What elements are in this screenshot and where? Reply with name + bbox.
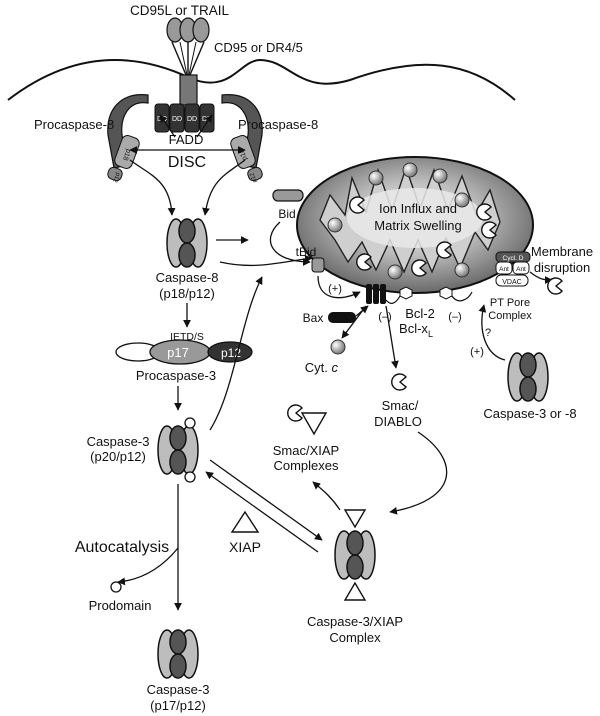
disc-label: DISC bbox=[168, 154, 206, 171]
autocatalysis-label: Autocatalysis bbox=[75, 539, 169, 556]
cycd-label: Cycl. D bbox=[503, 255, 524, 262]
plus-label: (+) bbox=[470, 346, 484, 358]
minus-label: (–) bbox=[448, 311, 461, 323]
procaspase3-label: Procaspase-3 bbox=[136, 368, 216, 383]
caspase3-mature: Caspase-3 (p17/p12) bbox=[147, 629, 210, 713]
c3xiap-sub: Complex bbox=[329, 630, 381, 645]
procaspase3: IETD/S p17 p12 Procaspase-3 bbox=[115, 331, 253, 411]
xiap-label: XIAP bbox=[229, 539, 261, 555]
caspase3-xiap-complex: Caspase-3/XIAP Complex bbox=[307, 481, 403, 645]
plus-label: (+) bbox=[328, 283, 342, 295]
p12-label: p12 bbox=[249, 171, 258, 183]
mitochondrion: Ion Influx and Matrix Swelling Cycl. D A… bbox=[269, 156, 593, 515]
caspase8-sub: (p18/p12) bbox=[159, 286, 215, 301]
caspase3-mature-label: Caspase-3 bbox=[147, 682, 210, 697]
caspase3-mature-sub: (p17/p12) bbox=[150, 698, 206, 713]
bid-label: Bid bbox=[278, 207, 295, 221]
procaspase8-left-arm: p18 p12 DED bbox=[107, 94, 149, 184]
procaspase8-left-label: Procaspase-8 bbox=[34, 117, 114, 132]
prodomain-label: Prodomain bbox=[89, 598, 152, 613]
membrane-label: Membrane bbox=[531, 244, 593, 259]
p17-label: p17 bbox=[167, 345, 189, 360]
vdac-label: VDAC bbox=[502, 279, 521, 286]
diablo-label: DIABLO bbox=[374, 414, 422, 429]
ligand-trimer bbox=[166, 17, 210, 76]
smac-xiap-complexes: Smac/XIAP Complexes bbox=[273, 404, 339, 473]
caspase8: Caspase-8 (p18/p12) bbox=[156, 218, 313, 328]
p18-label: p18 bbox=[121, 148, 132, 161]
bax-channel bbox=[366, 284, 386, 304]
receptor-label: CD95 or DR4/5 bbox=[214, 40, 303, 55]
disc-receptor-complex: DD DD DD DD p18 p12 DED p18 p12 DED CD95… bbox=[7, 3, 516, 216]
plasma-membrane bbox=[7, 58, 516, 101]
p18-label: p18 bbox=[238, 148, 249, 161]
fadd-label: FADD bbox=[169, 132, 204, 147]
bcl2-label: Bcl-2 bbox=[405, 306, 435, 321]
caspase3-active: Caspase-3 (p20/p12) Autocatalysis Prodom… bbox=[75, 276, 263, 613]
disruption-label: disruption bbox=[534, 260, 590, 275]
caspase3-label: Caspase-3 bbox=[87, 434, 150, 449]
procaspase8-right-label: Procaspase-8 bbox=[238, 117, 318, 132]
tbid-label: tBid bbox=[296, 245, 317, 259]
ded-label: DED bbox=[224, 106, 237, 112]
pt-pore-label: PT Pore bbox=[490, 297, 530, 309]
caspase-3-or-8: Caspase-3 or -8 bbox=[483, 352, 577, 421]
pt-pore-complex: Cycl. D Ant Ant VDAC bbox=[495, 251, 531, 287]
ant-label: Ant bbox=[499, 266, 509, 273]
caspase3-sub: (p20/p12) bbox=[90, 449, 146, 464]
dd-label: DD bbox=[172, 116, 182, 123]
smac-xiap-sub: Complexes bbox=[273, 458, 339, 473]
bax-label: Bax bbox=[303, 311, 324, 325]
dd-label: DD bbox=[187, 116, 197, 123]
p12-label: p12 bbox=[111, 172, 120, 184]
cytc-label: Cyt. c bbox=[305, 360, 339, 375]
xiap-binding: XIAP bbox=[205, 459, 323, 555]
bclxl-label: Bcl-xL bbox=[399, 321, 433, 339]
pt-complex-label: Complex bbox=[488, 310, 532, 322]
caspase38-label: Caspase-3 or -8 bbox=[483, 406, 576, 421]
smac-xiap-label: Smac/XIAP bbox=[273, 443, 339, 458]
caspase8-label: Caspase-8 bbox=[156, 270, 219, 285]
procaspase8-right-arm: p18 p12 DED bbox=[221, 94, 263, 183]
minus-label: (–) bbox=[378, 311, 391, 323]
receptor-stalk bbox=[179, 74, 198, 106]
ded-label: DED bbox=[134, 106, 147, 112]
question-label: ? bbox=[485, 327, 491, 339]
ion-influx-label: Ion Influx and bbox=[379, 201, 457, 216]
ligand-label: CD95L or TRAIL bbox=[130, 3, 230, 18]
death-domains: DD DD DD DD bbox=[154, 103, 215, 133]
c3xiap-label: Caspase-3/XIAP bbox=[307, 614, 403, 629]
matrix-swelling-label: Matrix Swelling bbox=[374, 218, 461, 233]
smac-label: Smac/ bbox=[382, 398, 419, 413]
ant-label: Ant bbox=[516, 266, 526, 273]
